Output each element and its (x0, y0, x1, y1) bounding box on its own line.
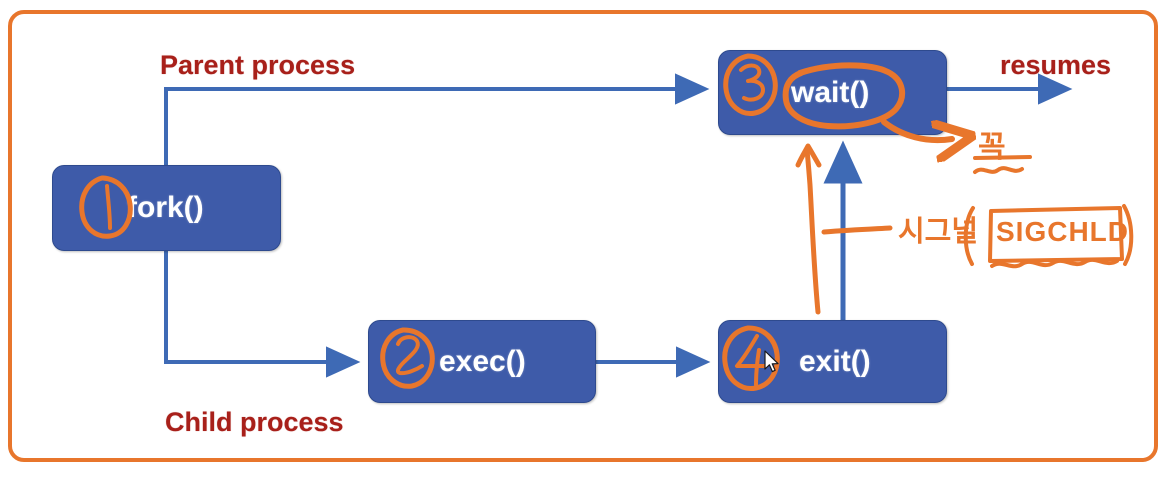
node-exit[interactable]: exit() (718, 320, 947, 403)
annotation-kkok: 꼭 (978, 131, 1006, 164)
node-exec-label: exec() (439, 344, 526, 378)
annotation-signal-korean: 시그널 (898, 216, 979, 248)
node-wait[interactable]: wait() (718, 50, 947, 135)
label-child-process: Child process (165, 407, 344, 437)
node-fork[interactable]: fork() (52, 165, 281, 251)
node-exec[interactable]: exec() (368, 320, 596, 403)
label-resumes: resumes (1000, 50, 1112, 80)
label-parent-process: Parent process (160, 50, 356, 80)
annotation-sigchld: SIGCHLD (996, 216, 1129, 247)
mouse-cursor (764, 350, 779, 373)
node-fork-label: fork() (127, 191, 204, 224)
node-wait-label: wait() (791, 75, 870, 109)
node-exit-label: exit() (799, 344, 871, 378)
